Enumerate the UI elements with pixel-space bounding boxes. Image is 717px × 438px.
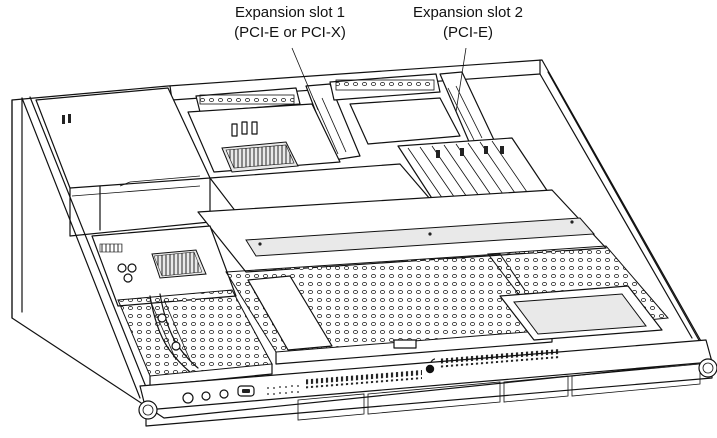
power-button-icon — [182, 392, 194, 404]
callout-title: Expansion slot 2 — [412, 4, 524, 21]
usb-port-icon — [219, 389, 229, 399]
indicator-dots — [267, 385, 299, 395]
logic-board — [187, 103, 341, 173]
callout-subtitle: (PCI-E or PCI-X) — [234, 24, 346, 41]
indicator-light-icon — [201, 391, 211, 401]
front-bezel — [139, 339, 713, 427]
expansion-slot-2-callout: Expansion slot 2 (PCI-E) — [388, 3, 548, 43]
drive-bay-right — [487, 245, 670, 341]
left-board — [91, 225, 237, 307]
callout-subtitle: (PCI-E) — [443, 24, 493, 41]
cables — [149, 293, 199, 373]
expansion-slot-2 — [329, 71, 495, 145]
expansion-slot-1-callout: Expansion slot 1 (PCI-E or PCI-X) — [205, 3, 375, 43]
drive-bay-left — [117, 289, 273, 387]
callout-leaders — [291, 47, 467, 113]
air-baffle — [197, 163, 607, 273]
front-thumbscrews — [138, 358, 717, 420]
callout-title: Expansion slot 1 — [234, 4, 346, 21]
apple-logo-icon — [425, 358, 436, 374]
